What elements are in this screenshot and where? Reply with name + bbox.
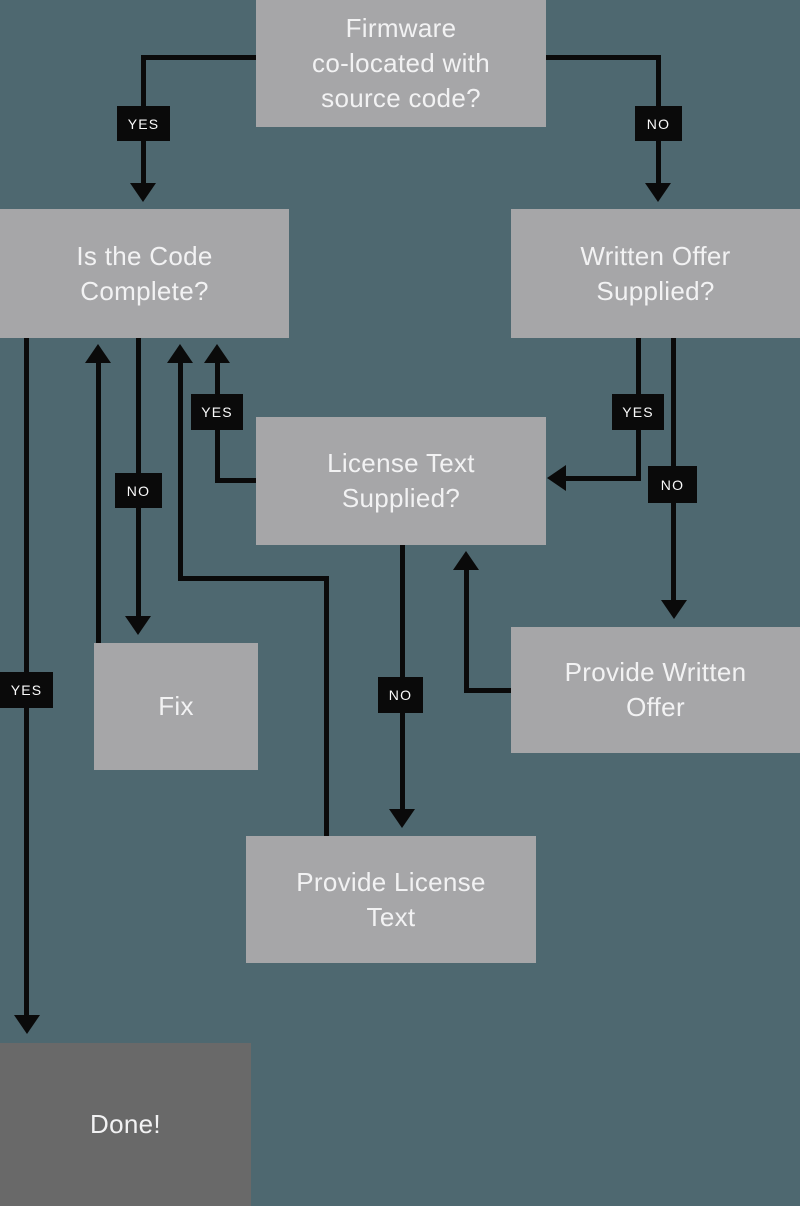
edge-written-yes-h	[566, 476, 641, 481]
badge-written-no: NO	[648, 466, 697, 503]
arrowhead-license-yes-icon	[204, 344, 230, 363]
edge-provide-written-return-h	[464, 688, 511, 693]
node-fix: Fix	[94, 643, 258, 770]
edge-provide-license-return-v2	[178, 363, 183, 581]
edge-fix-return-v	[96, 363, 101, 643]
edge-firmware-no-h	[546, 55, 661, 60]
edge-provide-written-return-v	[464, 570, 469, 693]
arrowhead-complete-no-icon	[125, 616, 151, 635]
node-provide-license-text: Provide License Text	[246, 836, 536, 963]
badge-written-yes: YES	[612, 394, 664, 430]
badge-firmware-no: NO	[635, 106, 682, 141]
node-written-offer-supplied: Written Offer Supplied?	[511, 209, 800, 338]
arrowhead-firmware-no-icon	[645, 183, 671, 202]
badge-license-yes: YES	[191, 394, 243, 430]
arrowhead-written-yes-icon	[547, 465, 566, 491]
arrowhead-provide-license-return-icon	[167, 344, 193, 363]
arrowhead-firmware-yes-icon	[130, 183, 156, 202]
edge-provide-license-return-h	[178, 576, 329, 581]
edge-firmware-yes-h	[141, 55, 256, 60]
node-provide-written-offer: Provide Written Offer	[511, 627, 800, 753]
edge-license-yes-h	[215, 478, 256, 483]
arrowhead-provide-written-return-icon	[453, 551, 479, 570]
node-is-code-complete: Is the Code Complete?	[0, 209, 289, 338]
node-license-text-supplied: License Text Supplied?	[256, 417, 546, 545]
node-done: Done!	[0, 1043, 251, 1206]
node-firmware-colocated: Firmware co-located with source code?	[256, 0, 546, 127]
arrowhead-fix-return-icon	[85, 344, 111, 363]
arrowhead-license-no-icon	[389, 809, 415, 828]
edge-provide-license-return-v1	[324, 576, 329, 836]
badge-license-no: NO	[378, 677, 423, 713]
badge-complete-no: NO	[115, 473, 162, 508]
badge-complete-yes: YES	[0, 672, 53, 708]
badge-firmware-yes: YES	[117, 106, 170, 141]
arrowhead-complete-yes-icon	[14, 1015, 40, 1034]
arrowhead-written-no-icon	[661, 600, 687, 619]
